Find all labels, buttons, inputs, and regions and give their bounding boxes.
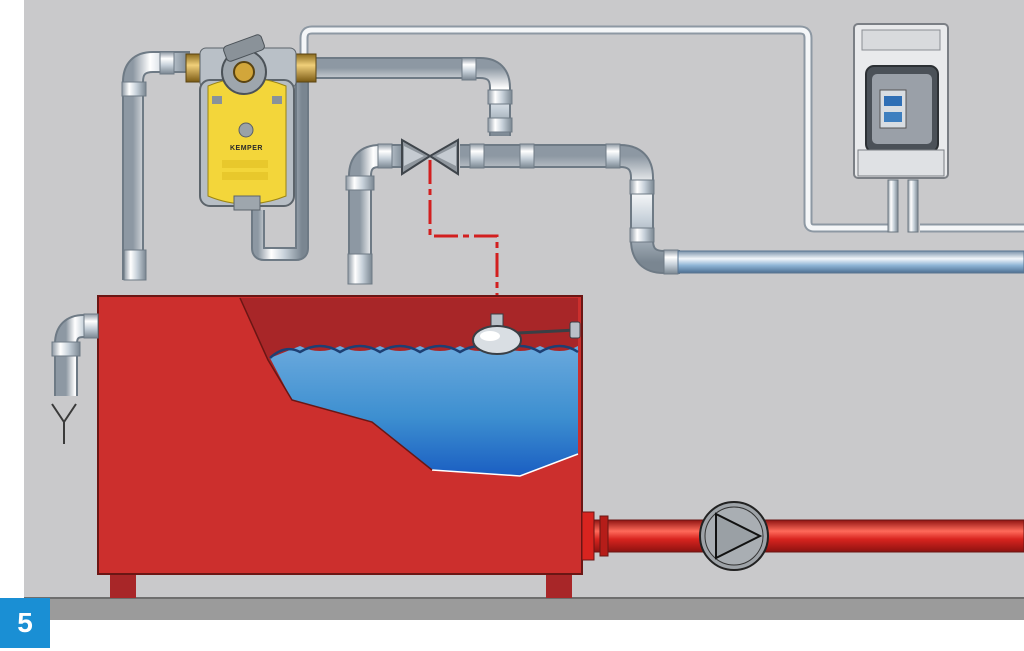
ball-valve-icon [401, 138, 459, 176]
drain-symbol-icon [51, 403, 77, 444]
control-signal-line [428, 160, 499, 320]
float-valve-icon [472, 313, 581, 355]
control-box-icon [853, 23, 949, 233]
tank-inlet-pipe [345, 143, 404, 285]
figure-number-badge: 5 [0, 598, 50, 648]
supply-pipe-main [460, 143, 680, 275]
storage-tank [97, 295, 583, 598]
water-volume [270, 346, 578, 476]
motorized-valve: KEMPER [185, 34, 317, 211]
floor [24, 598, 1024, 620]
inlet-pipe-left [121, 51, 190, 281]
actuator-bypass [251, 80, 309, 261]
actuator-brand-label: KEMPER [230, 145, 263, 152]
supply-pipe-top [312, 57, 513, 136]
overflow-pipe [51, 313, 99, 396]
main-water-line [677, 250, 1024, 274]
pump-icon [699, 501, 769, 571]
outlet-pipe [581, 511, 1024, 561]
